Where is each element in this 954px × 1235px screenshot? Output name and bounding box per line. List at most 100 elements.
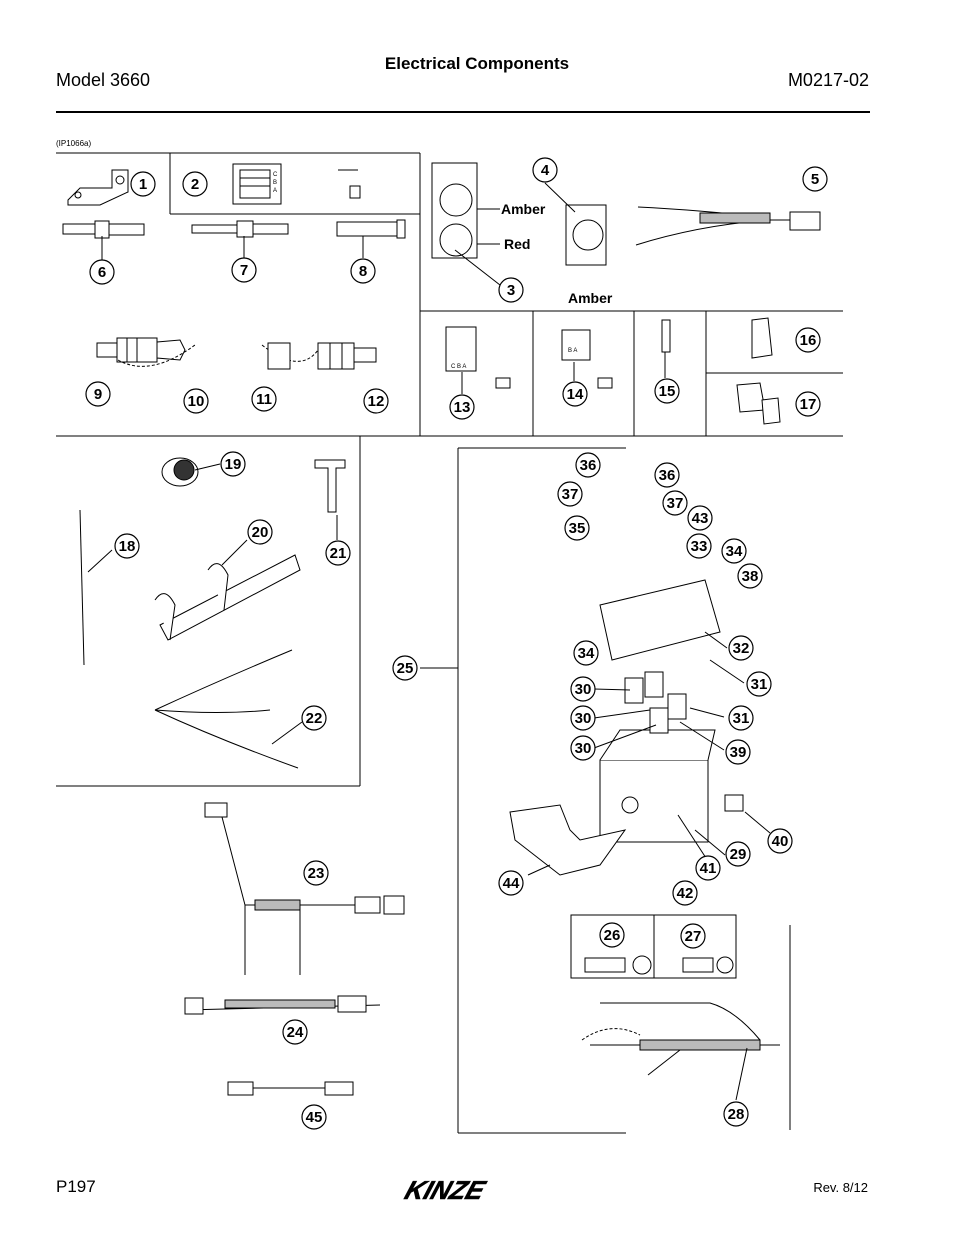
callout-45: 45	[301, 1104, 327, 1130]
callout-number: 12	[368, 393, 385, 410]
callout-number: 20	[252, 524, 269, 541]
callout-circle	[532, 157, 558, 183]
callout-circle	[723, 1101, 749, 1127]
callout-circle	[687, 505, 713, 531]
callout-17: 17	[795, 391, 821, 417]
callout-number: 14	[567, 386, 584, 403]
callout-number: 40	[772, 833, 789, 850]
callout-number: 29	[730, 846, 747, 863]
callout-number: 37	[562, 486, 579, 503]
callout-26: 26	[599, 922, 625, 948]
callout-16: 16	[795, 327, 821, 353]
callout-20: 20	[247, 519, 273, 545]
callout-circle	[680, 923, 706, 949]
callout-circle	[802, 166, 828, 192]
callout-number: 13	[454, 399, 471, 416]
callout-circle	[498, 870, 524, 896]
callout-circle	[599, 922, 625, 948]
callout-21: 21	[325, 540, 351, 566]
callout-3: 3	[498, 277, 524, 303]
callout-number: 2	[191, 176, 199, 193]
callout-number: 16	[800, 332, 817, 349]
callout-circle	[183, 388, 209, 414]
callout-32: 32	[728, 635, 754, 661]
callout-9: 9	[85, 381, 111, 407]
callout-number: 30	[575, 681, 592, 698]
callout-circle	[695, 855, 721, 881]
callout-number: 25	[397, 660, 414, 677]
svg-text:A: A	[273, 188, 277, 194]
callout-circle	[654, 378, 680, 404]
callout-circle	[350, 258, 376, 284]
leader-lines	[87, 236, 771, 1101]
callout-circle	[767, 828, 793, 854]
callout-number: 45	[306, 1109, 323, 1126]
callout-circle	[570, 676, 596, 702]
callout-circle	[725, 841, 751, 867]
callout-28: 28	[723, 1101, 749, 1127]
panel-borders	[56, 152, 843, 1134]
callout-number: 44	[503, 875, 520, 892]
plug-parts	[584, 955, 734, 975]
revision-label: Rev. 8/12	[813, 1180, 868, 1195]
callout-number: 42	[677, 885, 694, 902]
callout-42: 42	[672, 880, 698, 906]
connector-parts-row: C B A B A	[445, 319, 671, 389]
callout-1: 1	[130, 171, 156, 197]
callout-number: 31	[733, 710, 750, 727]
callout-5: 5	[802, 166, 828, 192]
callout-circle	[662, 490, 688, 516]
model-label: Model 3660	[56, 70, 151, 90]
callout-circle	[231, 257, 257, 283]
callout-25: 25	[392, 655, 418, 681]
callout-24: 24	[282, 1019, 308, 1045]
callout-circle	[130, 171, 156, 197]
switch-box-assembly	[420, 579, 744, 876]
callout-2: 2	[182, 171, 208, 197]
callout-circle	[251, 386, 277, 412]
callout-number: 41	[700, 860, 717, 877]
callout-number: 10	[188, 393, 205, 410]
callout-40: 40	[767, 828, 793, 854]
callout-37: 37	[557, 481, 583, 507]
callout-4: 4	[532, 157, 558, 183]
callout-36: 36	[575, 452, 601, 478]
callout-13: 13	[449, 394, 475, 420]
figure-code: (IP1066a)	[56, 139, 92, 148]
callout-number: 31	[751, 676, 768, 693]
callout-number: 11	[256, 391, 272, 408]
callout-31: 31	[746, 671, 772, 697]
callout-number: 39	[730, 744, 747, 761]
callout-39: 39	[725, 739, 751, 765]
callout-number: 19	[225, 456, 242, 473]
callout-number: 38	[742, 568, 759, 585]
callout-number: 21	[330, 545, 347, 562]
logo-text: KINZE	[403, 1176, 490, 1205]
callout-35: 35	[564, 515, 590, 541]
callout-number: 4	[541, 162, 550, 179]
svg-text:C B A: C B A	[451, 364, 466, 370]
red-label: Red	[504, 236, 530, 252]
callout-30: 30	[570, 676, 596, 702]
callout-circle	[301, 1104, 327, 1130]
callout-number: 6	[98, 264, 106, 281]
callout-circle	[449, 394, 475, 420]
callout-number: 3	[507, 282, 515, 299]
callout-circle	[573, 640, 599, 666]
callout-number: 7	[240, 262, 248, 279]
callout-18: 18	[114, 533, 140, 559]
page-title: Electrical Components	[384, 54, 570, 73]
callout-number: 26	[604, 927, 621, 944]
amber-label-top: Amber	[501, 201, 546, 217]
callout-number: 35	[569, 520, 586, 537]
callout-number: 23	[308, 865, 325, 882]
callout-number: 17	[800, 396, 817, 413]
callout-29: 29	[725, 841, 751, 867]
callout-number: 34	[726, 543, 743, 560]
callout-circle	[795, 327, 821, 353]
callout-circle	[303, 860, 329, 886]
callout-number: 18	[119, 538, 136, 555]
callout-43: 43	[687, 505, 713, 531]
